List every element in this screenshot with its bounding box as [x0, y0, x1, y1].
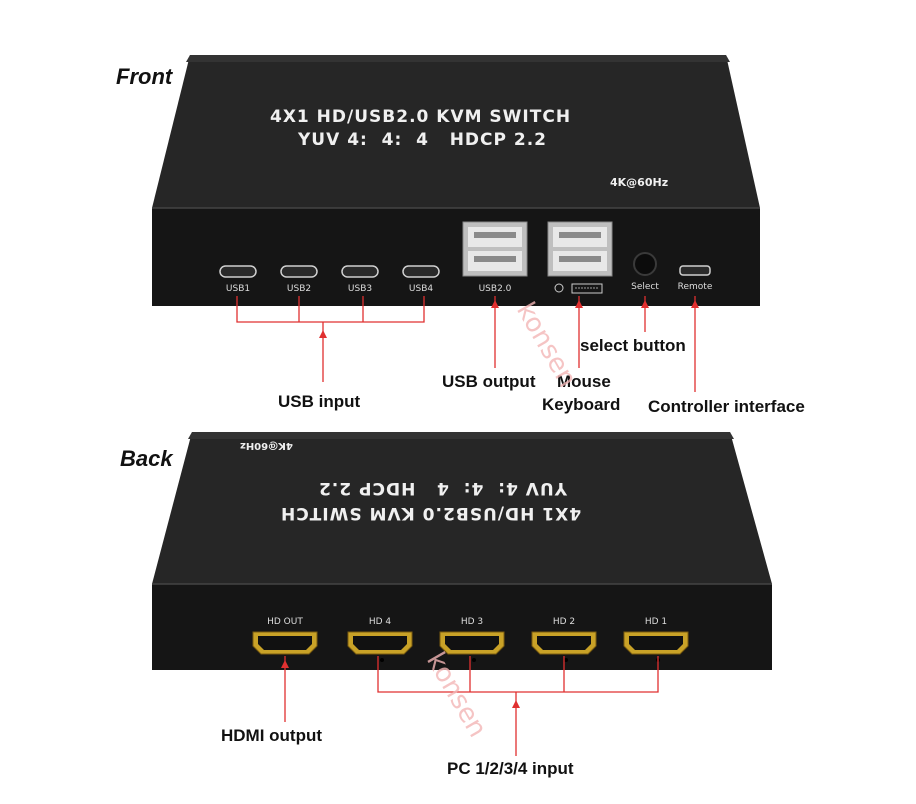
callout-hdmi-output: HDMI output: [221, 726, 323, 745]
front-title-line2: YUV 4: 4: 4 HDCP 2.2: [298, 130, 548, 150]
front-resolution: 4K@60Hz: [610, 176, 669, 189]
front-title-line1: 4X1 HD/USB2.0 KVM SWITCH: [270, 107, 572, 127]
back-resolution: 4K@60Hz: [240, 440, 293, 451]
port-label-usb3: USB3: [347, 284, 373, 294]
callout-mouse: Mouse: [557, 372, 611, 391]
back-section-label: Back: [120, 446, 173, 471]
front-section-label: Front: [116, 64, 173, 89]
callout-select-button: select button: [580, 336, 686, 355]
port-label-hd2: HD 2: [552, 617, 576, 627]
port-label-usb20: USB2.0: [478, 284, 512, 294]
usb-a-output-port: [462, 221, 528, 277]
usb-c-ports: [219, 265, 440, 278]
port-label-hd1: HD 1: [644, 617, 668, 627]
port-label-hd3: HD 3: [460, 617, 484, 627]
hdmi-ports: [252, 631, 689, 655]
port-label-usb1: USB1: [225, 284, 251, 294]
callout-keyboard: Keyboard: [542, 395, 621, 414]
back-device-face: [152, 584, 772, 670]
port-label-remote: Remote: [677, 282, 713, 292]
callout-usb-input: USB input: [278, 392, 361, 411]
port-label-hd-out: HD OUT: [267, 617, 303, 627]
back-title-line1: 4X1 HD/USB2.0 KVM SWITCH: [280, 503, 582, 523]
front-device-face: [152, 208, 760, 306]
port-label-usb2: USB2: [286, 284, 312, 294]
callout-pc-input: PC 1/2/3/4 input: [447, 759, 574, 778]
callout-usb-output: USB output: [442, 372, 536, 391]
port-label-hd4: HD 4: [368, 617, 392, 627]
select-button-shape: [633, 252, 657, 276]
front-device-top: [152, 55, 760, 208]
port-label-usb4: USB4: [408, 284, 434, 294]
usb-a-hid-port: [547, 221, 613, 277]
port-label-select: Select: [631, 282, 659, 292]
back-device-top: [152, 432, 772, 584]
back-title-line2: YUV 4: 4: 4 HDCP 2.2: [318, 478, 568, 498]
callout-controller-interface: Controller interface: [648, 397, 805, 416]
